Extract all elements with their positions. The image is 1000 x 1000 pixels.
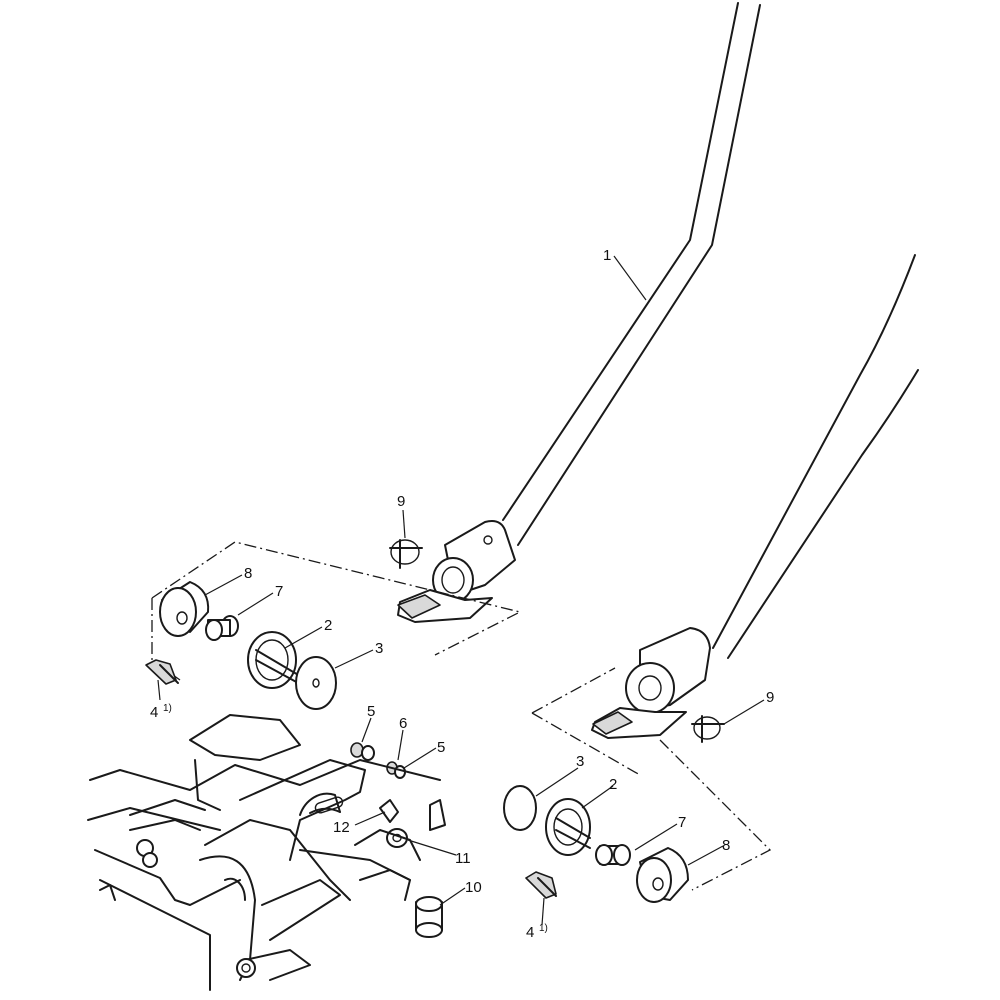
callout-labels: 1 9 9 8 7 2 3 4 1) 5 6 5 12 11 10 3 2 7 …	[150, 247, 774, 941]
callout-2-right: 2	[609, 776, 617, 793]
callout-4-right-note: 1)	[539, 923, 548, 934]
callout-4-left: 4	[150, 704, 158, 721]
assembly-boundary-right	[531, 667, 772, 891]
callout-6: 6	[399, 715, 407, 732]
frame-bracket	[87, 714, 446, 991]
callout-9-right: 9	[766, 689, 774, 706]
assembly-boundary-upper-left-low	[151, 598, 181, 681]
callout-3-right: 3	[576, 753, 584, 770]
leader-lines	[157, 255, 765, 926]
callout-7-right: 7	[678, 814, 686, 831]
bushing-stack-lower	[503, 785, 689, 903]
rubber-stop-part-10	[415, 896, 443, 938]
callout-7-left: 7	[275, 583, 283, 600]
callout-1: 1	[603, 247, 611, 264]
callout-4-left-note: 1)	[163, 703, 172, 714]
callout-12: 12	[333, 819, 350, 836]
callout-4-right: 4	[526, 924, 534, 941]
assembly-boundary-upper-left	[151, 541, 522, 656]
callout-8-right: 8	[722, 837, 730, 854]
callout-5-lower: 5	[437, 739, 445, 756]
callout-5-upper: 5	[367, 703, 375, 720]
rod-end-bracket-left	[397, 520, 516, 623]
callout-9-left: 9	[397, 493, 405, 510]
rod-assembly-part-1	[502, 2, 919, 659]
callout-3-left: 3	[375, 640, 383, 657]
bushing-stack-upper	[145, 581, 337, 710]
callout-2-left: 2	[324, 617, 332, 634]
rod-end-bracket-right	[591, 627, 711, 739]
spring-clip-right	[691, 715, 725, 743]
callout-11: 11	[455, 850, 471, 867]
callout-8-left: 8	[244, 565, 252, 582]
spring-clip-left	[389, 539, 423, 569]
callout-10: 10	[465, 879, 482, 896]
